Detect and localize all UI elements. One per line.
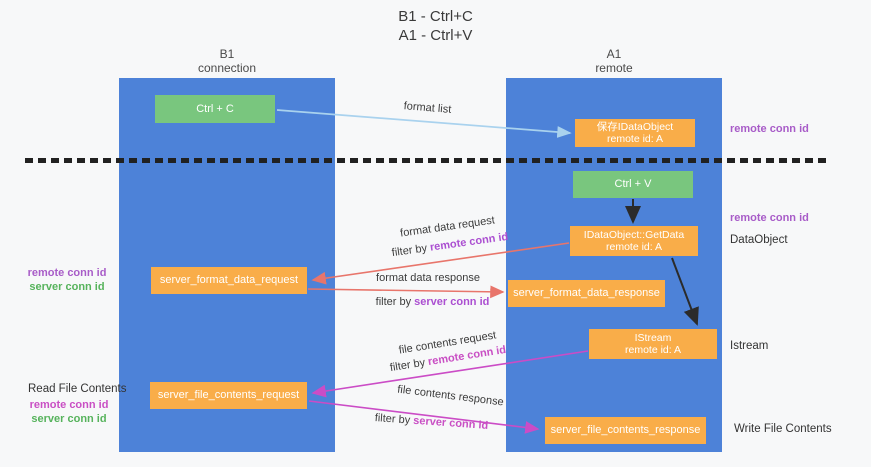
title-line-1: B1 - Ctrl+C xyxy=(398,8,473,25)
filter-prefix: filter by xyxy=(391,241,431,260)
remote-conn-id-span: remote conn id xyxy=(429,230,509,254)
server-format-data-response-box: server_format_data_response xyxy=(508,280,665,307)
right-column-header: A1 remote xyxy=(506,47,722,75)
server-format-data-request-box: server_format_data_request xyxy=(151,267,307,294)
format-list-label: format list xyxy=(403,100,452,116)
read-file-contents-annotation: Read File Contents xyxy=(28,383,127,395)
format-data-response-arrow xyxy=(307,285,505,299)
server-format-data-response-label: server_format_data_response xyxy=(513,287,660,300)
ctrl-c-box: Ctrl + C xyxy=(155,95,275,123)
server-format-data-request-label: server_format_data_request xyxy=(159,274,299,287)
idataobject-getdata-line1: IDataObject::GetData xyxy=(583,228,685,241)
istream-line1: IStream xyxy=(634,331,672,344)
istream-box: IStream remote id: A xyxy=(589,329,717,359)
filter-prefix: filter by xyxy=(374,412,414,427)
left-column-header: B1 connection xyxy=(119,47,335,75)
write-file-contents-annotation: Write File Contents xyxy=(734,423,832,435)
left-remote-conn-id-bottom: remote conn id xyxy=(29,399,109,411)
filter-by-server-conn-id-label-1: filter by server conn id xyxy=(365,296,500,308)
dataobject-annotation: DataObject xyxy=(730,234,788,246)
left-server-conn-id-bottom: server conn id xyxy=(31,413,107,425)
left-column-subtitle: connection xyxy=(197,61,257,75)
format-data-response-label: format data response xyxy=(376,272,480,284)
left-conn-id-group-bottom: remote conn id server conn id xyxy=(20,398,118,426)
filter-prefix: filter by xyxy=(375,296,415,308)
left-conn-id-group-mid: remote conn id server conn id xyxy=(18,266,116,294)
filter-by-server-conn-id-label-2: filter by server conn id xyxy=(364,411,500,432)
server-conn-id-span: server conn id xyxy=(412,414,489,432)
server-file-contents-request-box: server_file_contents_request xyxy=(150,382,307,409)
title-line-2: A1 - Ctrl+V xyxy=(398,27,473,44)
dashed-divider-line xyxy=(25,158,831,163)
server-file-contents-response-box: server_file_contents_response xyxy=(545,417,706,444)
ctrl-v-label: Ctrl + V xyxy=(614,178,652,191)
istream-annotation: Istream xyxy=(730,340,769,352)
ctrl-v-box: Ctrl + V xyxy=(573,171,693,198)
server-file-contents-response-label: server_file_contents_response xyxy=(550,424,701,437)
idataobject-getdata-line2: remote id: A xyxy=(605,241,663,253)
istream-line2: remote id: A xyxy=(624,344,682,356)
idataobject-getdata-box: IDataObject::GetData remote id: A xyxy=(570,226,698,256)
diagram-title: B1 - Ctrl+C A1 - Ctrl+V xyxy=(0,7,871,45)
server-conn-id-span: server conn id xyxy=(414,296,490,308)
right-column-subtitle: remote xyxy=(595,61,633,75)
left-remote-conn-id-mid: remote conn id xyxy=(27,267,107,279)
server-file-contents-request-label: server_file_contents_request xyxy=(157,389,300,402)
save-idataobject-line2: remote id: A xyxy=(606,133,664,145)
left-column-name: B1 xyxy=(219,47,235,61)
right-remote-conn-id-mid: remote conn id xyxy=(730,212,809,224)
right-remote-conn-id-top: remote conn id xyxy=(730,123,809,135)
file-contents-response-label: file contents response xyxy=(396,383,505,409)
right-column-name: A1 xyxy=(606,47,622,61)
save-idataobject-line1: 保存IDataObject xyxy=(596,120,674,133)
ctrl-c-label: Ctrl + C xyxy=(196,102,234,115)
save-idataobject-box: 保存IDataObject remote id: A xyxy=(575,119,695,147)
left-server-conn-id-mid: server conn id xyxy=(29,281,105,293)
filter-prefix: filter by xyxy=(389,356,430,375)
